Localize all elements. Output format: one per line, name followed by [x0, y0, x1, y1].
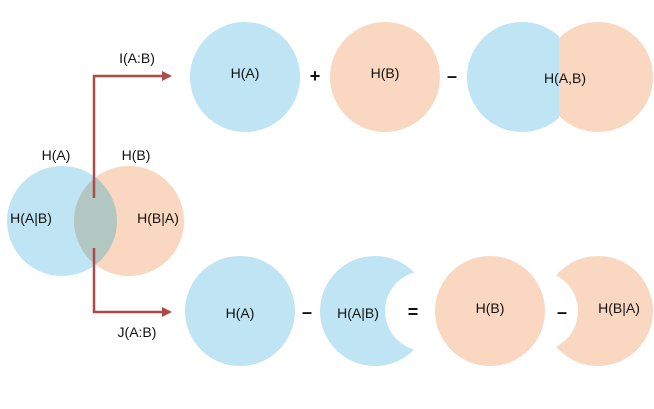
bottom-term-hb-given-a: H(B|A): [598, 300, 640, 316]
top-circle-hb: [330, 22, 440, 132]
mutual-info-row: H(A) + H(B) – H(A,B): [190, 22, 653, 132]
equals-sign: =: [408, 302, 419, 322]
arrow-to-mutual-info: [92, 71, 172, 198]
crescent-ha-given-b: [320, 256, 430, 366]
venn-label-hb-given-a: H(B|A): [137, 210, 179, 226]
top-circle-ha: [190, 22, 300, 132]
venn-overlap: [74, 166, 117, 276]
top-minus-sign: –: [447, 66, 457, 86]
top-term-ha: H(A): [231, 65, 260, 81]
joint-circle-b-part: [543, 22, 653, 132]
joint-circle-a-part: [467, 22, 559, 132]
top-term-joint: H(A,B): [544, 70, 586, 86]
bottom-term-ha: H(A): [226, 305, 255, 321]
bottom-circle-hb: [435, 256, 545, 366]
mutual-info-label: I(A:B): [119, 50, 155, 66]
arrows: I(A:B) J(A:B): [92, 50, 172, 340]
bottom-minus-sign-1: –: [302, 302, 312, 322]
conditional-row: H(A) – H(A|B) = H(B) – H(B|A): [185, 256, 653, 366]
bottom-circle-ha: [185, 256, 295, 366]
arrow-to-conditional: [92, 248, 172, 317]
venn-label-hb: H(B): [122, 147, 151, 163]
conditional-label: J(A:B): [118, 324, 157, 340]
bottom-term-ha-given-b: H(A|B): [337, 305, 379, 321]
top-term-hb: H(B): [371, 65, 400, 81]
venn-label-ha-given-b: H(A|B): [10, 210, 52, 226]
crescent-hb-given-a: [543, 256, 653, 366]
venn-label-ha: H(A): [42, 147, 71, 163]
venn-diagram: H(A) H(B) H(A|B) H(B|A): [7, 147, 184, 276]
plus-sign: +: [310, 66, 321, 86]
bottom-term-hb: H(B): [476, 300, 505, 316]
